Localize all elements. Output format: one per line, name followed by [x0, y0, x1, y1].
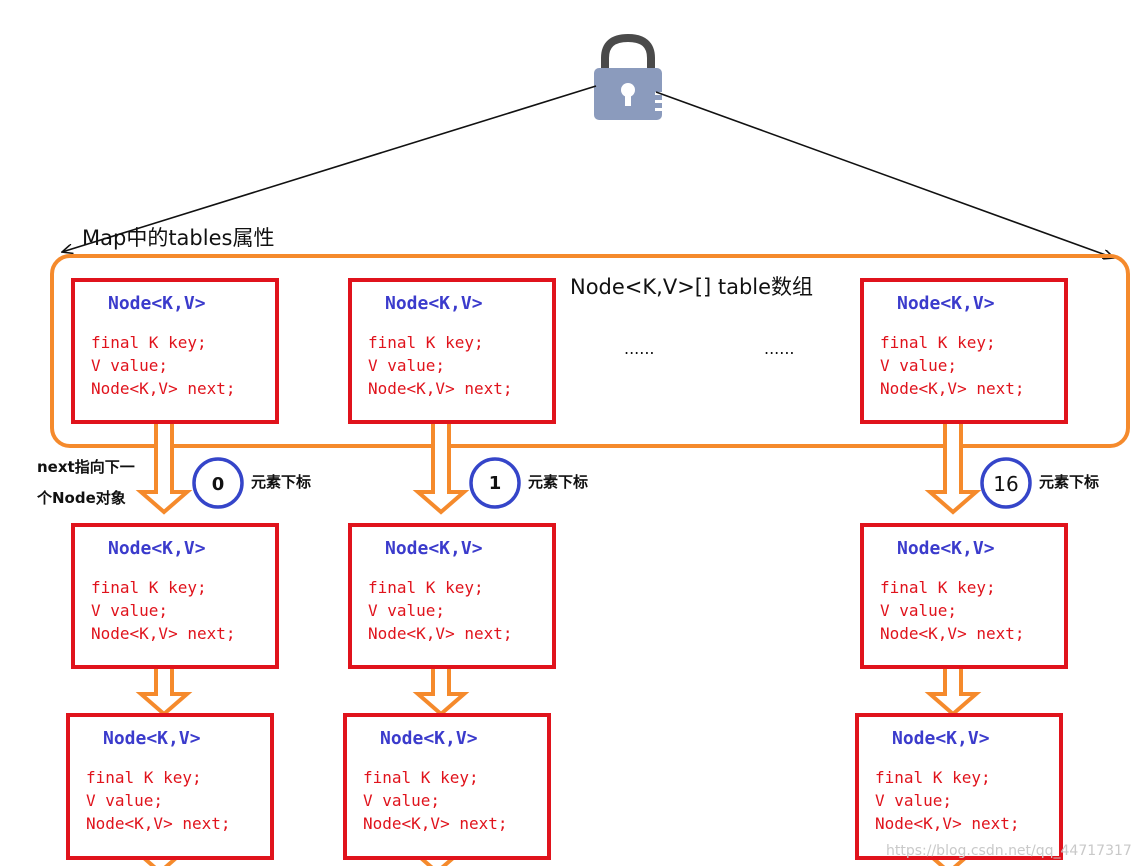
- node-field: V value;: [368, 601, 445, 620]
- node-field: V value;: [880, 601, 957, 620]
- arrow-col2-b: [924, 665, 982, 717]
- node-header: Node<K,V>: [897, 538, 995, 559]
- arrow-col2-a: [924, 420, 982, 515]
- node-field: V value;: [368, 356, 445, 375]
- table-array-label: Node<K,V>[] table数组: [570, 275, 813, 299]
- index-marker-0: 0 元素下标: [192, 457, 311, 509]
- node-col2-row0: Node<K,V> final K key; V value; Node<K,V> n…: [860, 278, 1068, 424]
- node-field: Node<K,V> next;: [880, 624, 1025, 643]
- node-header: Node<K,V>: [108, 293, 206, 314]
- node-field: Node<K,V> next;: [368, 624, 513, 643]
- node-field: final K key;: [363, 768, 479, 787]
- next-note-line-1: next指向下一: [37, 458, 135, 476]
- node-col0-row1: Node<K,V> final K key; V value; Node<K,V> n…: [71, 523, 279, 669]
- index-marker-16: 16 元素下标: [980, 457, 1099, 509]
- node-col2-row2: Node<K,V> final K key; V value; Node<K,V> n…: [855, 713, 1063, 860]
- node-header: Node<K,V>: [103, 728, 201, 749]
- lock-right-arrow: [655, 91, 1114, 258]
- node-header: Node<K,V>: [385, 293, 483, 314]
- node-field: Node<K,V> next;: [91, 379, 236, 398]
- ellipsis-2: ......: [764, 339, 795, 358]
- lock-left-arrow: [62, 85, 597, 252]
- node-field: Node<K,V> next;: [875, 814, 1020, 833]
- node-col2-row1: Node<K,V> final K key; V value; Node<K,V> n…: [860, 523, 1068, 669]
- node-header: Node<K,V>: [108, 538, 206, 559]
- svg-text:0: 0: [212, 474, 225, 495]
- watermark: https://blog.csdn.net/qq_44717317: [886, 843, 1132, 859]
- svg-text:元素下标: 元素下标: [1039, 473, 1099, 491]
- node-field: V value;: [86, 791, 163, 810]
- table-array-container: [50, 254, 1130, 448]
- node-field: Node<K,V> next;: [368, 379, 513, 398]
- node-header: Node<K,V>: [897, 293, 995, 314]
- node-field: final K key;: [368, 333, 484, 352]
- arrow-col1-a: [412, 420, 470, 515]
- node-field: Node<K,V> next;: [91, 624, 236, 643]
- node-field: Node<K,V> next;: [363, 814, 508, 833]
- node-field: V value;: [880, 356, 957, 375]
- next-note-line-2: 个Node对象: [36, 489, 126, 507]
- arrow-col0-b: [135, 665, 193, 717]
- node-field: final K key;: [875, 768, 991, 787]
- node-col1-row0: Node<K,V> final K key; V value; Node<K,V> n…: [348, 278, 556, 424]
- node-field: final K key;: [880, 578, 996, 597]
- node-header: Node<K,V>: [892, 728, 990, 749]
- index-marker-1: 1 元素下标: [469, 457, 588, 509]
- node-col0-row2: Node<K,V> final K key; V value; Node<K,V> n…: [66, 713, 274, 860]
- node-field: V value;: [91, 601, 168, 620]
- node-col1-row1: Node<K,V> final K key; V value; Node<K,V> n…: [348, 523, 556, 669]
- arrow-col1-b: [412, 665, 470, 717]
- node-field: V value;: [875, 791, 952, 810]
- node-field: V value;: [363, 791, 440, 810]
- ellipsis-1: ......: [624, 339, 655, 358]
- node-field: V value;: [91, 356, 168, 375]
- arrow-col0-a: [135, 420, 193, 515]
- svg-text:元素下标: 元素下标: [528, 473, 588, 491]
- node-field: final K key;: [86, 768, 202, 787]
- svg-text:1: 1: [489, 473, 502, 494]
- node-col1-row2: Node<K,V> final K key; V value; Node<K,V> n…: [343, 713, 551, 860]
- node-field: final K key;: [91, 578, 207, 597]
- node-field: Node<K,V> next;: [880, 379, 1025, 398]
- node-header: Node<K,V>: [385, 538, 483, 559]
- svg-text:16: 16: [993, 472, 1018, 496]
- node-boxes: Node<K,V> final K key; V value; Node<K,V> n…: [66, 278, 1068, 860]
- node-field: Node<K,V> next;: [86, 814, 231, 833]
- node-field: final K key;: [368, 578, 484, 597]
- node-header: Node<K,V>: [380, 728, 478, 749]
- map-tables-title: Map中的tables属性: [82, 226, 274, 250]
- node-field: final K key;: [880, 333, 996, 352]
- node-field: final K key;: [91, 333, 207, 352]
- node-col0-row0: Node<K,V> final K key; V value; Node<K,V> n…: [71, 278, 279, 424]
- svg-text:元素下标: 元素下标: [251, 473, 311, 491]
- lock-icon: [594, 33, 663, 120]
